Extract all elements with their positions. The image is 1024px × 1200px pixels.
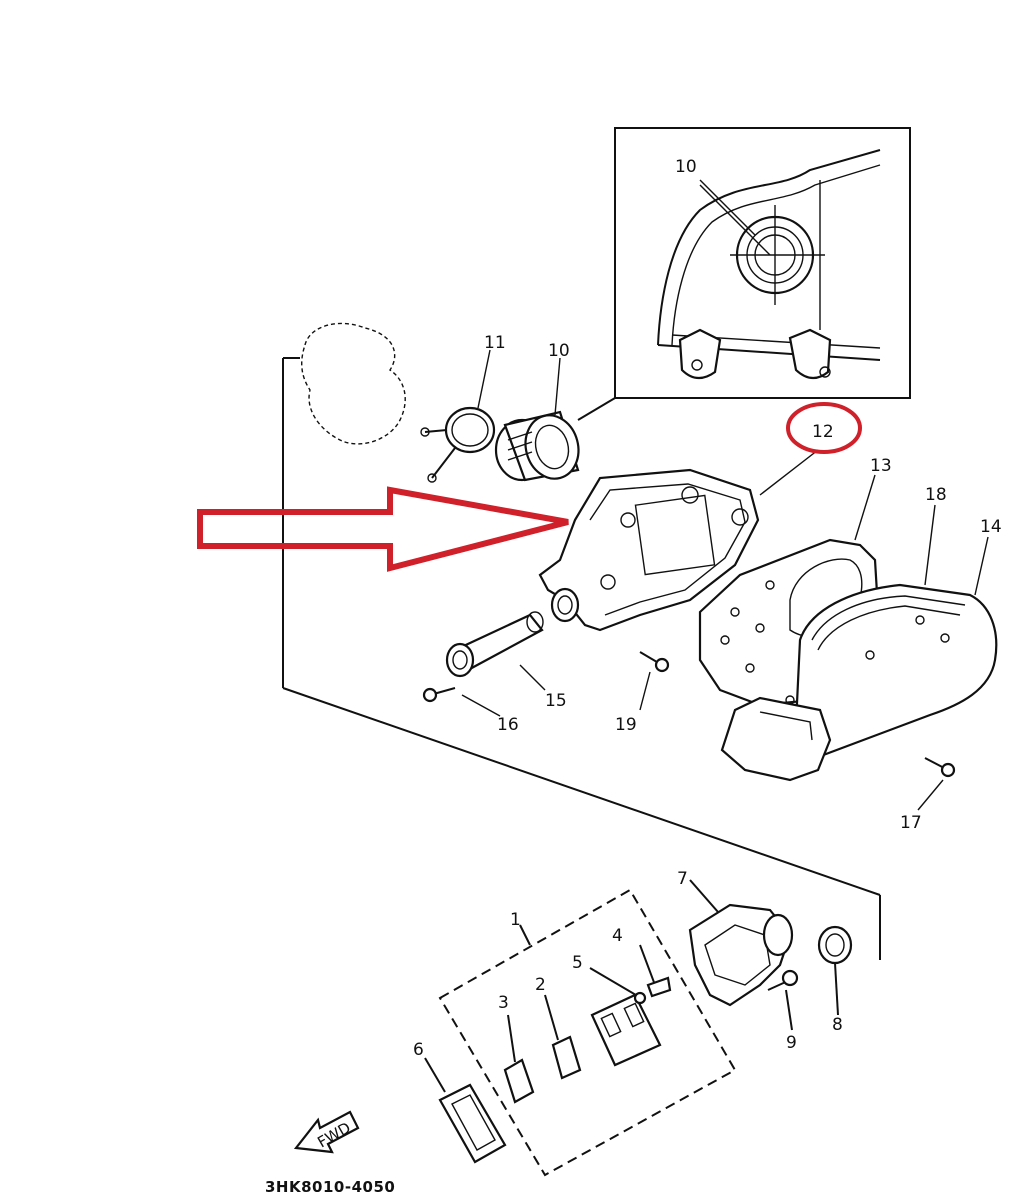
callout-9: 9 — [786, 1033, 797, 1053]
clamp-8 — [817, 925, 853, 1016]
callout-1: 1 — [510, 910, 521, 930]
callout-labels: 10 11 10 12 13 18 14 15 16 19 17 1 7 4 5… — [413, 157, 1002, 1060]
callout-6: 6 — [413, 1040, 424, 1060]
highlight-circle — [786, 402, 862, 454]
callout-2: 2 — [535, 975, 546, 995]
assembly-frame — [282, 357, 881, 960]
drawing-code: 3HK8010-4050 — [265, 1178, 395, 1196]
callout-11: 11 — [484, 333, 506, 353]
callout-10-inset: 10 — [675, 157, 697, 177]
clamp-part-11 — [420, 406, 496, 483]
reed-valve-assembly-1 — [438, 888, 737, 1177]
callout-4: 4 — [612, 926, 623, 946]
callout-7: 7 — [677, 869, 688, 889]
callout-8: 8 — [832, 1015, 843, 1035]
callout-12: 12 — [812, 422, 834, 442]
callout-16: 16 — [497, 715, 519, 735]
callout-3: 3 — [498, 993, 509, 1013]
reed-3 — [503, 1014, 535, 1104]
callout-15: 15 — [545, 691, 567, 711]
callout-17: 17 — [900, 813, 922, 833]
ghost-bracket-part — [301, 322, 406, 445]
intake-manifold-7 — [688, 879, 794, 1007]
gasket-6 — [424, 1057, 507, 1164]
callout-14: 14 — [980, 517, 1002, 537]
cover-part-14 — [720, 583, 998, 782]
callout-13: 13 — [870, 456, 892, 476]
callout-5: 5 — [572, 953, 583, 973]
bolt-4 — [639, 944, 672, 998]
detail-inset — [577, 127, 911, 421]
intake-tube-15 — [445, 611, 544, 678]
callout-10: 10 — [548, 341, 570, 361]
air-cleaner-case-12 — [538, 468, 760, 632]
joint-part-10 — [494, 410, 580, 482]
screw-17 — [924, 757, 956, 778]
screw-19 — [639, 651, 670, 673]
fwd-arrow-icon: FWD — [293, 1110, 360, 1154]
screw-16 — [422, 687, 456, 703]
leader-lines — [461, 179, 989, 811]
reed-plate — [590, 993, 662, 1067]
washer-5 — [589, 967, 647, 1005]
highlight-arrow — [197, 486, 569, 572]
bolt-9 — [767, 969, 799, 1031]
stopper-2 — [544, 994, 582, 1080]
callout-19: 19 — [615, 715, 637, 735]
callout-18: 18 — [925, 485, 947, 505]
